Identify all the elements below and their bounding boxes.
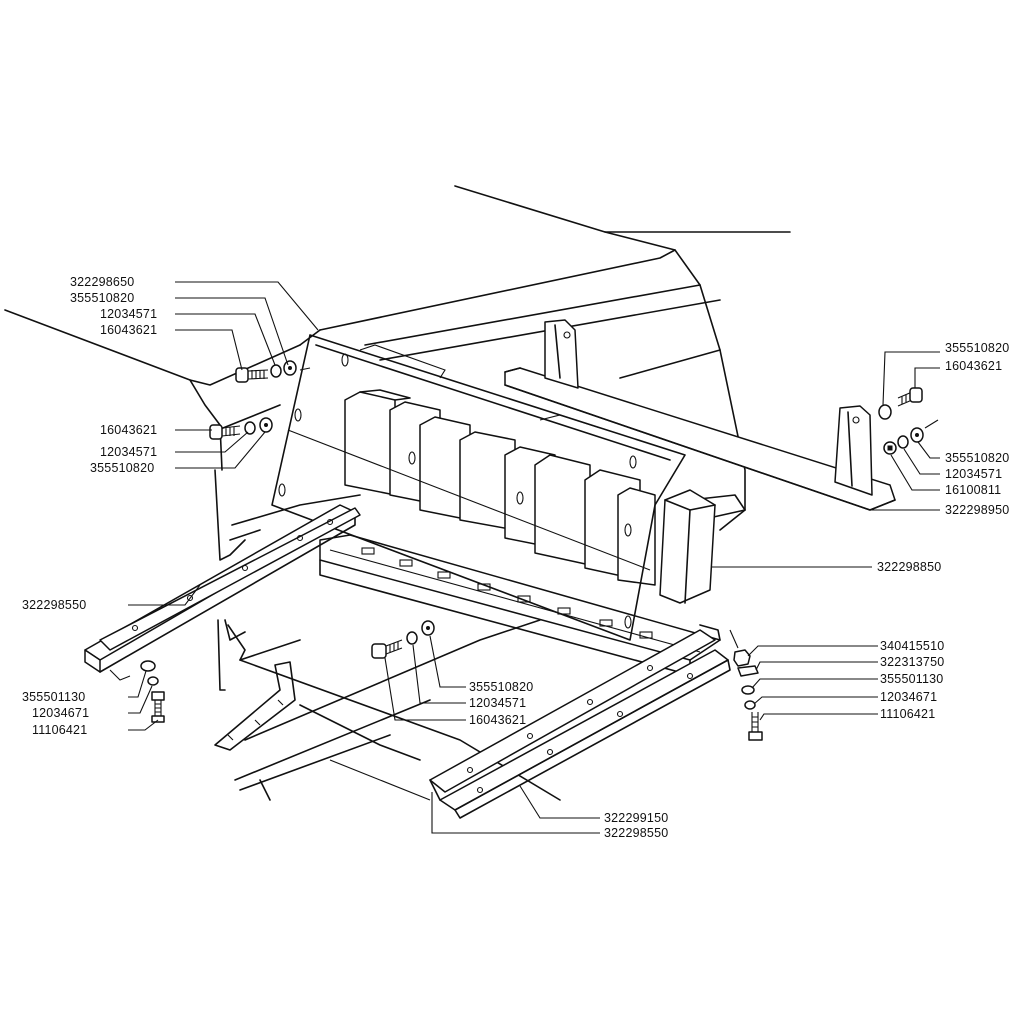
- relay-blocks: [344, 389, 656, 586]
- label-16043621-top-right: 16043621: [945, 359, 1002, 373]
- label-340415510: 340415510: [880, 639, 944, 653]
- label-12034571-mid-left: 12034571: [100, 445, 157, 459]
- part-labels: 322298650 355510820 12034571 16043621 16…: [22, 275, 1009, 840]
- label-322298650: 322298650: [70, 275, 134, 289]
- label-322298850: 322298850: [877, 560, 941, 574]
- label-16043621-top-left: 16043621: [100, 323, 157, 337]
- label-16043621-mid-left: 16043621: [100, 423, 157, 437]
- label-355501130-left: 355501130: [22, 690, 85, 704]
- lower-side-plate: [214, 661, 296, 751]
- hardware: [140, 360, 939, 741]
- fasteners-right: [883, 419, 939, 455]
- side-block: [659, 489, 716, 604]
- label-355510820-mid-left: 355510820: [90, 461, 154, 475]
- label-322298550-left: 322298550: [22, 598, 86, 612]
- label-12034571-right: 12034571: [945, 467, 1002, 481]
- label-355510820-top-left: 355510820: [70, 291, 134, 305]
- label-355501130-right: 355501130: [880, 672, 943, 686]
- label-12034671-left: 12034671: [32, 706, 89, 720]
- label-11106421-left: 11106421: [32, 723, 87, 737]
- screw-center: [371, 620, 435, 659]
- screw-top-left: [235, 360, 297, 383]
- label-322299150: 322299150: [604, 811, 668, 825]
- label-355510820-right: 355510820: [945, 451, 1009, 465]
- left-bracket: [84, 504, 361, 681]
- screw-top-right: [878, 387, 923, 420]
- label-12034671-right: 12034671: [880, 690, 937, 704]
- label-16100811-right: 16100811: [945, 483, 1001, 497]
- label-11106421-right: 11106421: [880, 707, 935, 721]
- label-355510820-top-right: 355510820: [945, 341, 1009, 355]
- label-322313750: 322313750: [880, 655, 944, 669]
- screw-mid-left: [209, 417, 273, 440]
- label-322298950: 322298950: [945, 503, 1009, 517]
- fasteners-lower-right: [733, 649, 763, 741]
- bottom-brackets: [429, 624, 731, 819]
- label-12034571-center: 12034571: [469, 696, 526, 710]
- cover-panel: [271, 334, 686, 641]
- label-355510820-center: 355510820: [469, 680, 533, 694]
- label-12034571-top-left: 12034571: [100, 307, 157, 321]
- fasteners-lower-left: [140, 660, 165, 723]
- leader-lines: [128, 281, 940, 834]
- label-322298550-bottom: 322298550: [604, 826, 668, 840]
- label-16043621-center: 16043621: [469, 713, 526, 727]
